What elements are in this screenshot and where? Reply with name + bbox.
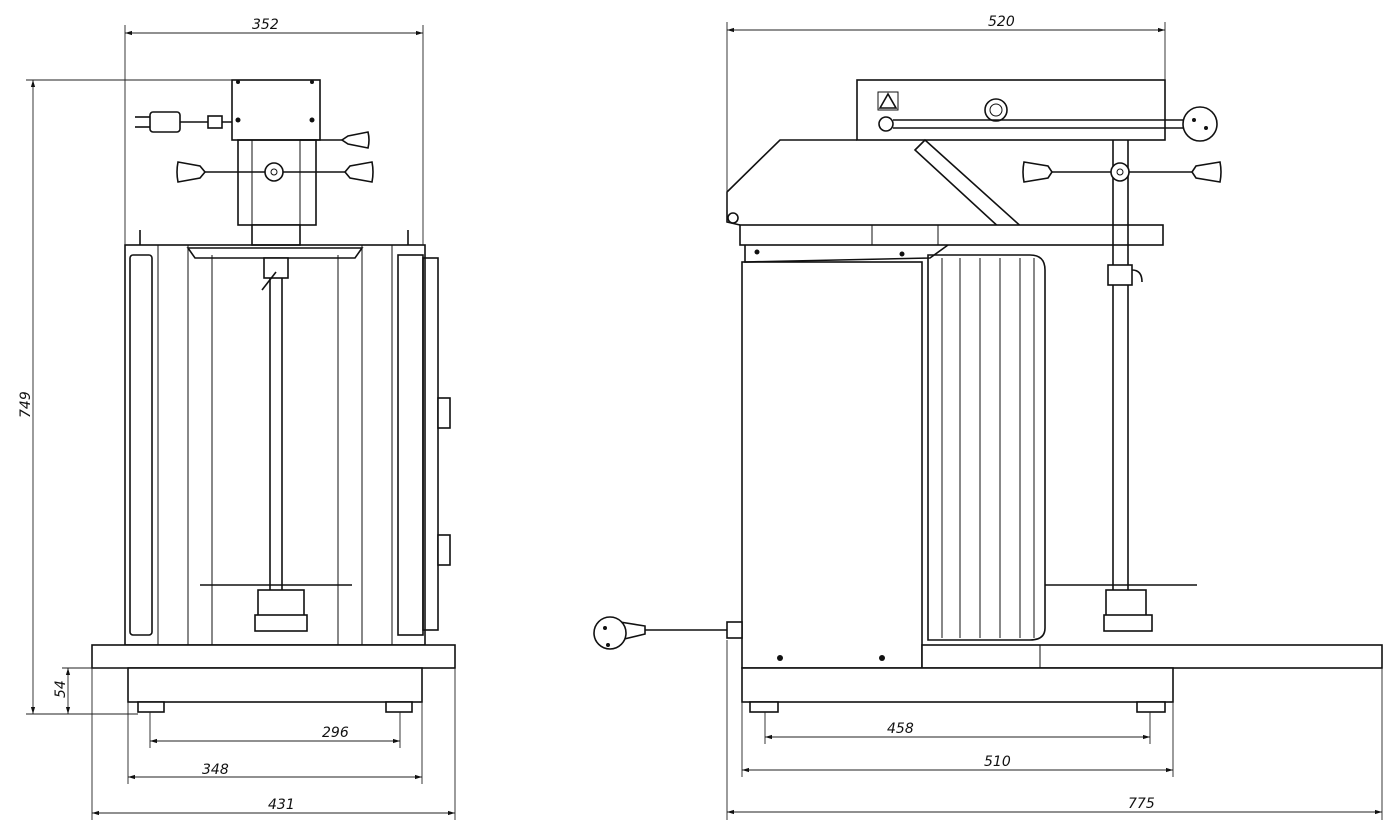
- warning-icon: [878, 92, 898, 109]
- base-plate: [91, 644, 456, 669]
- dim-510: 510: [984, 754, 1011, 770]
- front-dimensions: 352 749 54 296 348 431: [18, 17, 456, 820]
- dim-296: 296: [322, 725, 349, 741]
- dim-348: 348: [202, 762, 229, 778]
- side-dimensions: 520 458 510 775: [726, 14, 1383, 820]
- side-view: [593, 79, 1383, 713]
- front-view: [91, 79, 456, 713]
- control-box: [856, 79, 1166, 141]
- dim-775: 775: [1128, 796, 1155, 812]
- dim-520: 520: [988, 14, 1015, 30]
- dim-749: 749: [18, 391, 34, 418]
- motor-box: [231, 79, 321, 141]
- power-plug-icon: [593, 616, 627, 650]
- dim-458: 458: [887, 721, 914, 737]
- dim-54: 54: [53, 680, 69, 698]
- dim-352: 352: [252, 17, 279, 33]
- power-plug-icon: [135, 111, 232, 133]
- dim-431: 431: [268, 797, 295, 813]
- knob-icon: [1182, 106, 1218, 142]
